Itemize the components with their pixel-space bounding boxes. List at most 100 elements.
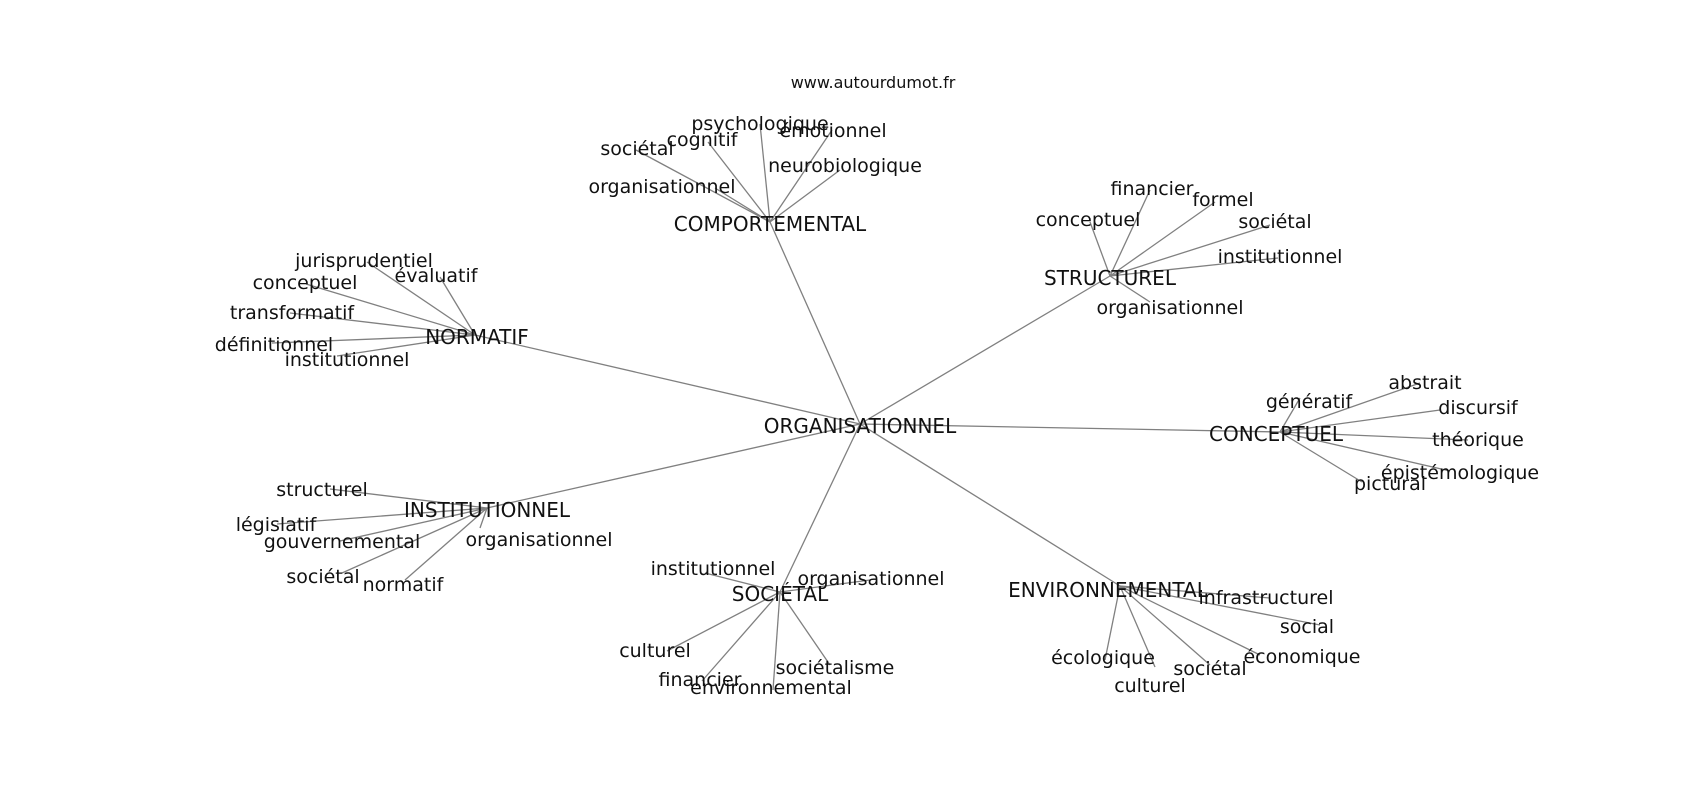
edge-institutionnel-leaf-2 (339, 507, 488, 542)
edge-societal-leaf-0 (704, 572, 781, 593)
leaf-node-label: institutionnel (651, 558, 776, 580)
leaf-node-label: transformatif (230, 302, 356, 324)
edge-root-conceptuel (859, 423, 1281, 433)
edge-comportemental-leaf-4 (769, 129, 833, 223)
leaf-node-label: organisationnel (588, 176, 735, 198)
leaf-node-label: conceptuel (1036, 209, 1141, 231)
edge-institutionnel-leaf-3 (479, 507, 488, 529)
leaf-node-label: évaluatif (395, 265, 479, 287)
edge-conceptuel-leaf-2 (1279, 409, 1441, 433)
edge-structurel-leaf-3 (1109, 224, 1271, 277)
leaf-node-label: législatif (236, 514, 318, 536)
edge-root-normatif (474, 334, 861, 425)
leaf-node-label: culturel (1114, 675, 1186, 697)
leaf-node-label: conceptuel (253, 272, 358, 294)
graph-edges (271, 123, 1469, 691)
leaf-node-label: sociétal (286, 566, 359, 588)
hub-node-label: NORMATIF (425, 325, 529, 349)
edge-institutionnel-leaf-0 (329, 488, 488, 509)
edge-comportemental-leaf-5 (769, 169, 841, 223)
edge-root-environnemental (859, 423, 1121, 587)
edge-institutionnel-leaf-1 (276, 507, 488, 525)
leaf-node-label: discursif (1438, 397, 1519, 419)
edge-root-structurel (859, 275, 1111, 425)
edge-conceptuel-leaf-0 (1279, 397, 1301, 433)
leaf-node-label: culturel (619, 640, 691, 662)
leaf-node-label: neurobiologique (768, 155, 922, 177)
leaf-node-label: pictural (1354, 473, 1426, 495)
edge-structurel-leaf-5 (1109, 275, 1151, 303)
edge-conceptuel-leaf-4 (1279, 431, 1451, 472)
edge-normatif-leaf-5 (336, 334, 476, 357)
edge-conceptuel-leaf-3 (1279, 431, 1469, 441)
leaf-node-label: structurel (276, 479, 368, 501)
leaf-node-label: sociétal (1238, 211, 1311, 233)
site-watermark: www.autourdumot.fr (791, 73, 956, 92)
leaf-node-label: sociétal (1173, 658, 1246, 680)
leaf-node-label: infrastructurel (1199, 587, 1334, 609)
leaf-node-label: définitionnel (215, 334, 333, 356)
leaf-node-label: formel (1192, 189, 1253, 211)
hub-node-label: SOCIÉTAL (732, 582, 829, 606)
edge-normatif-leaf-2 (439, 276, 476, 336)
edge-environnemental-leaf-2 (1119, 585, 1261, 656)
edge-comportemental-leaf-1 (635, 149, 771, 223)
leaf-node-label: social (1280, 616, 1334, 638)
edge-structurel-leaf-2 (1109, 201, 1216, 277)
leaf-node-label: institutionnel (285, 349, 410, 371)
edge-comportemental-leaf-3 (759, 123, 771, 223)
leaf-node-label: organisationnel (465, 529, 612, 551)
edge-comportemental-leaf-2 (707, 141, 771, 223)
edge-normatif-leaf-0 (366, 261, 476, 336)
leaf-node-label: abstrait (1388, 372, 1461, 394)
edge-structurel-leaf-0 (1089, 221, 1111, 277)
leaf-node-label: psychologique (691, 113, 828, 135)
hub-node-label: COMPORTEMENTAL (674, 212, 867, 236)
edge-societal-leaf-4 (772, 591, 781, 691)
hub-node-label: ENVIRONNEMENTAL (1008, 578, 1209, 602)
edge-environnemental-leaf-3 (1119, 585, 1211, 666)
edge-comportemental-leaf-0 (714, 187, 771, 223)
leaf-node-label: gouvernemental (264, 531, 420, 553)
leaf-node-label: épistémologique (1381, 462, 1539, 484)
leaf-node-label: sociétalisme (776, 657, 895, 679)
edge-environnemental-leaf-0 (1119, 585, 1271, 599)
edge-structurel-leaf-1 (1109, 189, 1151, 277)
leaf-node-label: théorique (1432, 429, 1524, 451)
leaf-node-label: normatif (363, 574, 445, 596)
leaf-node-label: jurisprudentiel (294, 250, 433, 272)
edge-environnemental-leaf-1 (1119, 585, 1321, 626)
edge-societal-leaf-3 (701, 591, 781, 682)
leaf-node-label: organisationnel (797, 568, 944, 590)
edge-conceptuel-leaf-1 (1279, 382, 1421, 433)
leaf-node-label: financier (659, 669, 742, 691)
leaf-node-label: institutionnel (1218, 246, 1343, 268)
edge-institutionnel-leaf-5 (404, 507, 488, 581)
leaf-node-label: génératif (1266, 391, 1354, 413)
hub-node-label: CONCEPTUEL (1209, 422, 1344, 446)
leaf-node-label: organisationnel (1096, 297, 1243, 319)
leaf-node-label: émotionnel (779, 120, 886, 142)
edge-normatif-leaf-4 (271, 334, 476, 344)
edge-environnemental-leaf-4 (1104, 585, 1121, 661)
edge-structurel-leaf-4 (1109, 257, 1279, 277)
edge-root-comportemental (769, 221, 861, 425)
hub-node-label: STRUCTUREL (1044, 266, 1177, 290)
edge-societal-leaf-2 (666, 591, 781, 652)
hub-node-label: INSTITUTIONNEL (404, 498, 571, 522)
edge-societal-leaf-1 (779, 579, 871, 593)
edge-institutionnel-leaf-4 (341, 507, 488, 574)
root-node-label: ORGANISATIONNEL (764, 414, 957, 438)
edge-root-institutionnel (486, 423, 861, 509)
leaf-node-label: écologique (1051, 647, 1155, 669)
edge-normatif-leaf-3 (289, 312, 476, 336)
edge-environnemental-leaf-5 (1119, 585, 1156, 668)
leaf-node-label: sociétal (600, 138, 673, 160)
leaf-node-label: environnemental (690, 677, 852, 699)
edge-societal-leaf-5 (779, 591, 831, 666)
edge-root-societal (779, 423, 861, 593)
edge-conceptuel-leaf-5 (1279, 431, 1363, 483)
leaf-node-label: cognitif (667, 129, 739, 151)
leaf-node-label: économique (1243, 646, 1360, 668)
